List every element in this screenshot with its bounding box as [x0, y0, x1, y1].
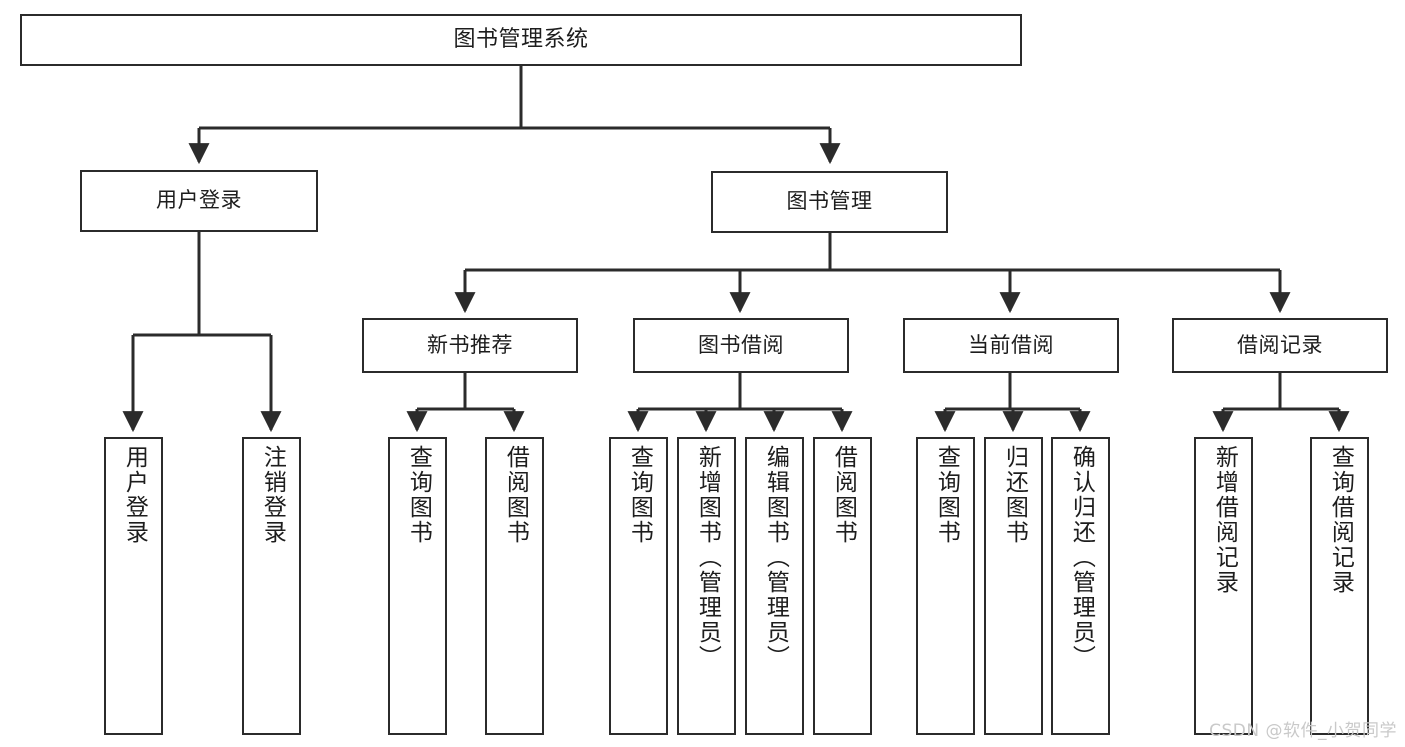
- node-leaf-query-book-newbook[interactable]: 查询图书: [388, 437, 447, 735]
- node-book-management[interactable]: 图书管理: [711, 171, 948, 233]
- node-leaf-query-book-borrow[interactable]: 查询图书: [609, 437, 668, 735]
- node-leaf-borrow-book-newbook-label: 借阅图书: [502, 445, 529, 545]
- node-borrow-records-label: 借阅记录: [1237, 332, 1323, 357]
- node-leaf-add-borrow-record[interactable]: 新增借阅记录: [1194, 437, 1253, 735]
- node-leaf-confirm-return-admin[interactable]: 确认归还（管理员）: [1051, 437, 1110, 735]
- node-leaf-add-book-admin[interactable]: 新增图书（管理员）: [677, 437, 736, 735]
- node-leaf-return-book[interactable]: 归还图书: [984, 437, 1043, 735]
- node-user-login[interactable]: 用户登录: [80, 170, 318, 232]
- node-leaf-logout[interactable]: 注销登录: [242, 437, 301, 735]
- node-leaf-borrow-book-label: 借阅图书: [830, 445, 857, 545]
- node-leaf-query-book-current[interactable]: 查询图书: [916, 437, 975, 735]
- node-leaf-edit-book-admin-label: 编辑图书（管理员）: [762, 445, 789, 670]
- node-leaf-borrow-book-newbook[interactable]: 借阅图书: [485, 437, 544, 735]
- node-borrow-records[interactable]: 借阅记录: [1172, 318, 1388, 373]
- node-leaf-query-borrow-record-label: 查询借阅记录: [1327, 445, 1354, 595]
- node-leaf-query-book-borrow-label: 查询图书: [626, 445, 653, 545]
- node-new-book-recommend[interactable]: 新书推荐: [362, 318, 578, 373]
- node-leaf-query-borrow-record[interactable]: 查询借阅记录: [1310, 437, 1369, 735]
- node-user-login-label: 用户登录: [156, 188, 242, 213]
- node-leaf-query-book-newbook-label: 查询图书: [405, 445, 432, 545]
- node-current-borrow-label: 当前借阅: [968, 332, 1054, 357]
- node-current-borrow[interactable]: 当前借阅: [903, 318, 1119, 373]
- node-leaf-borrow-book[interactable]: 借阅图书: [813, 437, 872, 735]
- node-leaf-logout-label: 注销登录: [259, 445, 286, 545]
- csdn-watermark: CSDN @软件_小贺同学: [1209, 721, 1397, 741]
- node-book-borrow[interactable]: 图书借阅: [633, 318, 849, 373]
- node-root[interactable]: 图书管理系统: [20, 14, 1022, 66]
- node-leaf-user-login-label: 用户登录: [121, 445, 148, 545]
- node-leaf-add-borrow-record-label: 新增借阅记录: [1211, 445, 1238, 595]
- node-leaf-return-book-label: 归还图书: [1001, 445, 1028, 545]
- node-new-book-recommend-label: 新书推荐: [427, 332, 513, 357]
- node-root-label: 图书管理系统: [453, 26, 589, 52]
- node-leaf-query-book-current-label: 查询图书: [933, 445, 960, 545]
- node-leaf-add-book-admin-label: 新增图书（管理员）: [694, 445, 721, 670]
- node-leaf-edit-book-admin[interactable]: 编辑图书（管理员）: [745, 437, 804, 735]
- node-book-management-label: 图书管理: [786, 189, 873, 214]
- node-leaf-confirm-return-admin-label: 确认归还（管理员）: [1068, 445, 1095, 670]
- node-book-borrow-label: 图书借阅: [698, 332, 784, 357]
- node-leaf-user-login[interactable]: 用户登录: [104, 437, 163, 735]
